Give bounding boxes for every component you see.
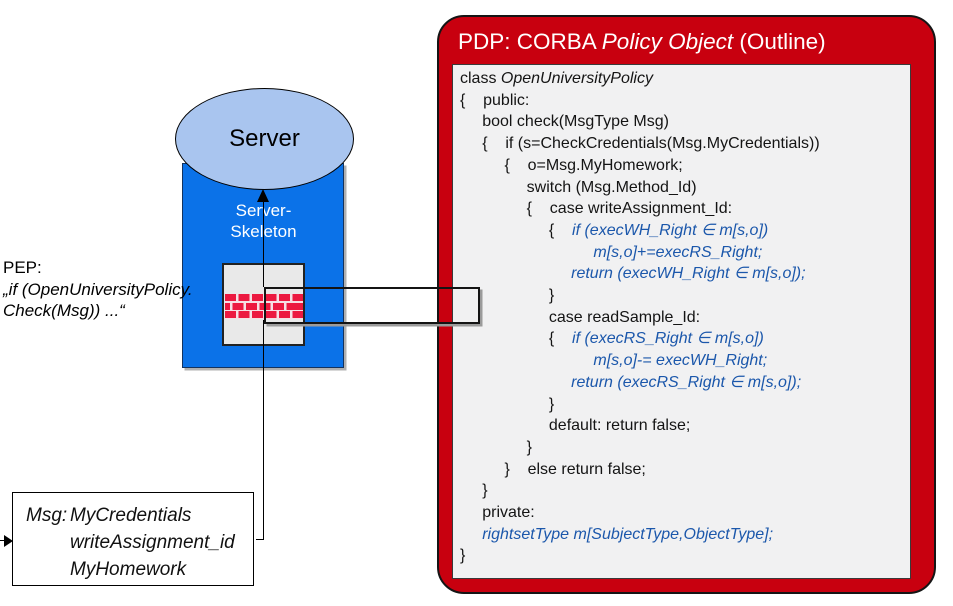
code-line: class OpenUniversityPolicy — [460, 70, 653, 87]
pep-caption: PEP: „if (OpenUniversityPolicy. Check(Ms… — [3, 257, 203, 322]
server-ellipse: Server — [175, 88, 354, 190]
code-line: rightsetType m[SubjectType,ObjectType]; — [460, 525, 774, 543]
up-arrowhead-icon — [257, 189, 269, 202]
policy-code: class OpenUniversityPolicy { public: bool… — [452, 64, 911, 579]
code-line: { o=Msg.MyHomework; — [460, 156, 683, 174]
line-to-msg-box — [263, 320, 264, 539]
code-line: case readSample_Id: — [460, 308, 701, 326]
code-line: { if (s=CheckCredentials(Msg.MyCredentia… — [460, 135, 820, 153]
msg-in-arrow-line — [0, 540, 6, 541]
pdp-title-post: (Outline) — [733, 29, 826, 54]
pdp-title-pre: PDP: CORBA — [458, 29, 602, 54]
arrow-line-to-server — [263, 201, 264, 287]
code-line: { case writeAssignment_Id: — [460, 200, 733, 218]
code-line: } else return false; — [460, 460, 646, 478]
msg-line: MyHomework — [70, 559, 187, 580]
code-line: } — [460, 438, 533, 456]
pdp-title-italic: Policy Object — [601, 29, 734, 54]
msg-line: writeAssignment_id — [70, 532, 235, 553]
msg-label: Msg: — [26, 505, 68, 526]
callout-rect-to-pdp — [264, 287, 480, 324]
code-line: } — [460, 287, 555, 305]
code-line: { if (execRS_Right ∈ m[s,o]) — [460, 330, 764, 348]
code-line: { public: — [460, 91, 530, 109]
code-line: } — [460, 547, 466, 565]
pep-caption-line2: „if (OpenUniversityPolicy. — [3, 279, 193, 299]
code-line: switch (Msg.Method_Id) — [460, 178, 697, 196]
code-line: return (execWH_Right ∈ m[s,o]); — [460, 265, 806, 283]
server-label: Server — [229, 125, 300, 152]
pep-caption-line1: PEP: — [3, 258, 42, 277]
code-line: default: return false; — [460, 417, 691, 435]
code-line: m[s,o]+=execRS_Right; — [460, 243, 763, 261]
pdp-box: PDP: CORBA Policy Object (Outline) class… — [437, 15, 936, 594]
msg-in-arrowhead-icon — [4, 534, 13, 547]
code-line: m[s,o]-= execWH_Right; — [460, 352, 768, 370]
msg-line: MyCredentials — [70, 505, 192, 526]
code-line: } — [460, 395, 555, 413]
code-line: { if (execWH_Right ∈ m[s,o]) — [460, 221, 769, 239]
msg-connector-line — [256, 539, 264, 540]
code-line: return (execRS_Right ∈ m[s,o]); — [460, 373, 802, 391]
code-line: bool check(MsgType Msg) — [460, 113, 669, 131]
pdp-title: PDP: CORBA Policy Object (Outline) — [458, 29, 826, 55]
code-line: private: — [460, 504, 535, 522]
pep-caption-line3: Check(Msg)) ...“ — [3, 301, 125, 320]
code-line: } — [460, 482, 488, 500]
